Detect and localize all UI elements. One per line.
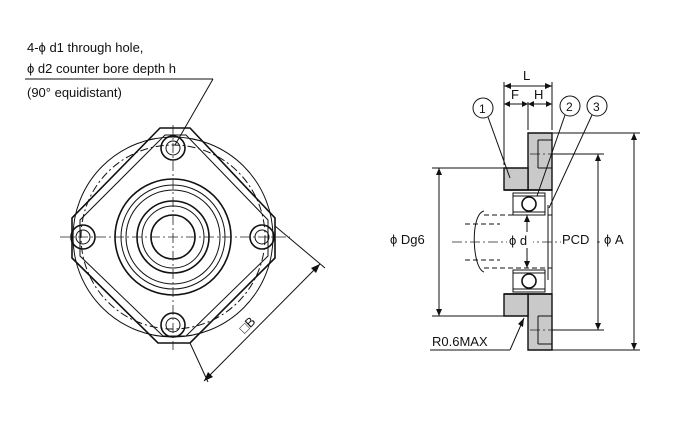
arrow-B-bottom (204, 372, 213, 381)
arrow-H-right (546, 101, 552, 107)
dim-d-label: ϕ d (509, 233, 527, 248)
bolt-hole-left (70, 224, 96, 250)
dim-H-label: H (534, 87, 543, 102)
d-label-bg (507, 232, 533, 248)
arrow-F-right (522, 101, 528, 107)
flange-section-bottom (527, 293, 553, 351)
arrow-Dg6-top (436, 168, 442, 175)
hub-section-bottom (503, 293, 529, 317)
arrow-H-left (528, 101, 534, 107)
note-line-1: 4-ϕ d1 through hole, (27, 40, 143, 55)
dim-Dg6-label: ϕ Dg6 (390, 232, 425, 247)
arrow-L-right (545, 83, 552, 89)
pcd-label-bg (561, 231, 597, 247)
arrow-PCD-top (595, 154, 601, 161)
callout-2-label: 2 (566, 100, 573, 114)
arrow-d-bottom (524, 261, 530, 268)
side-view: L F H ϕ Dg6 ϕ d PCD (390, 68, 640, 351)
bearing-top (512, 192, 546, 216)
arrow-A-bottom (631, 343, 637, 350)
square-B-label: □B (236, 314, 258, 336)
note-line-2: ϕ d2 counter bore depth h (27, 61, 176, 76)
arrow-F-left (504, 101, 510, 107)
note-block: 4-ϕ d1 through hole, ϕ d2 counter bore d… (25, 40, 214, 146)
arrow-radius (518, 318, 524, 327)
arrow-PCD-bottom (595, 323, 601, 330)
callout-3-label: 3 (593, 100, 600, 114)
dg6-label-bg (390, 231, 436, 247)
arrow-Dg6-bottom (436, 309, 442, 316)
callout-1-leader (487, 116, 511, 179)
note-leader-line (174, 78, 214, 146)
dim-F-label: F (511, 87, 519, 102)
a-label-bg (603, 231, 631, 247)
callout-3: 3 (548, 95, 608, 209)
front-view: □B (60, 125, 326, 383)
arrow-A-top (631, 133, 637, 140)
arrow-L-left (504, 83, 511, 89)
dim-A-label: ϕ A (604, 232, 624, 247)
callout-2: 2 (536, 95, 581, 197)
callout-3-leader (548, 114, 593, 209)
dim-PCD-label: PCD (562, 232, 589, 247)
callout-2-leader (536, 114, 566, 197)
bearing-bottom (512, 269, 546, 293)
arrow-B-top (311, 264, 320, 273)
bolt-hole-top (160, 135, 186, 161)
callout-1-label: 1 (479, 102, 486, 116)
radius-label: R0.6MAX (432, 334, 488, 349)
bolt-hole-right (249, 224, 275, 250)
dim-line-B (203, 263, 321, 382)
callout-1: 1 (472, 97, 511, 179)
flange-inner-outline (79, 134, 269, 337)
arrow-d-top (524, 215, 530, 222)
dim-ext-lower (189, 342, 209, 383)
dim-L-label: L (523, 68, 530, 83)
shaft (465, 210, 552, 273)
dim-ext-upper (274, 225, 326, 269)
note-line-3: (90° equidistant) (27, 85, 122, 100)
